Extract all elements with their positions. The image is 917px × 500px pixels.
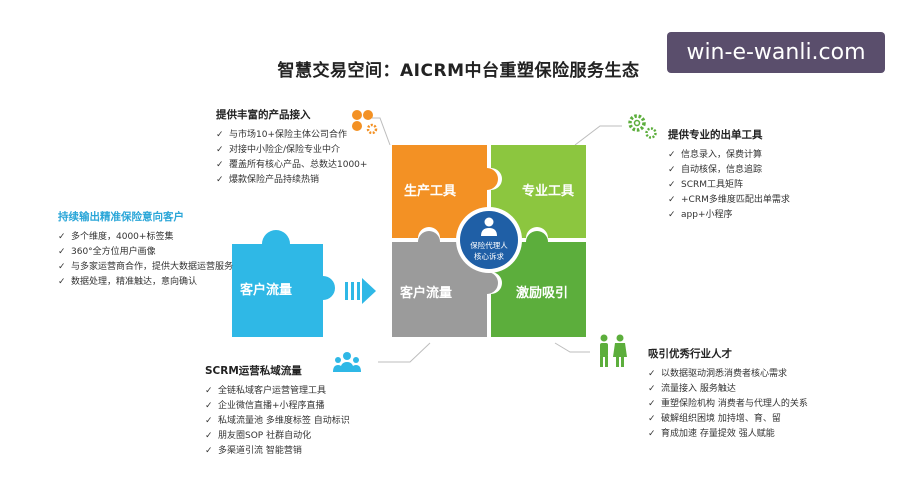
block-talent: 吸引优秀行业人才 以数据驱动洞悉消费者核心需求 流量接入 服务触达 重塑保险机构… <box>648 346 808 442</box>
people-icon <box>600 334 627 367</box>
page-title: 智慧交易空间：AICRM中台重塑保险服务生态 <box>277 61 640 81</box>
block-products: 提供丰富的产品接入 与市场10+保险主体公司合作 对接中小险企/保险专业中介 覆… <box>216 107 367 188</box>
center-badge: 保险代理人 核心诉求 <box>456 207 522 273</box>
group-icon <box>333 352 361 372</box>
list-item: 与多家运营商合作，提供大数据运营服务 <box>58 260 233 275</box>
list-item: 朋友圈SOP 社群自动化 <box>205 429 350 444</box>
striped-arrow-icon <box>345 278 376 304</box>
connector-products <box>372 117 391 146</box>
list-item: 信息录入，保费计算 <box>668 148 790 163</box>
list-item: 360°全方位用户画像 <box>58 245 233 260</box>
list-item: 重塑保险机构 消费者与代理人的关系 <box>648 397 808 412</box>
list-item: 企业微信直播+小程序直播 <box>205 399 350 414</box>
list-item: 流量接入 服务触达 <box>648 382 808 397</box>
list-item: 数据处理，精准触达，意向确认 <box>58 275 233 290</box>
list-item: 全链私域客户运营管理工具 <box>205 384 350 399</box>
list-item: 与市场10+保险主体公司合作 <box>216 128 367 143</box>
list-item: 覆盖所有核心产品、总数达1000+ <box>216 158 367 173</box>
block-tools: 提供专业的出单工具 信息录入，保费计算 自动核保，信息追踪 SCRM工具矩阵 +… <box>668 127 790 223</box>
connector-scrm <box>378 342 431 363</box>
connector-tools <box>574 125 622 146</box>
list-item: 破解组织困境 加持增、育、留 <box>648 412 808 427</box>
puzzle-top-right-label: 专业工具 <box>522 183 574 199</box>
list-item: app+小程序 <box>668 208 790 223</box>
gears-icon <box>628 114 657 139</box>
block-scrm-title: SCRM运营私域流量 <box>205 365 302 377</box>
list-item: 私域流量池 多维度标签 自动标识 <box>205 414 350 429</box>
center-line2: 核心诉求 <box>474 251 504 261</box>
left-puzzle-piece: 客户流量 <box>232 230 335 337</box>
center-line1: 保险代理人 <box>470 240 508 250</box>
puzzle-top-left-label: 生产工具 <box>404 183 456 199</box>
block-products-title: 提供丰富的产品接入 <box>216 109 311 121</box>
block-scrm: SCRM运营私域流量 全链私域客户运营管理工具 企业微信直播+小程序直播 私域流… <box>205 363 350 459</box>
list-item: 育成加速 存量提效 强人赋能 <box>648 427 808 442</box>
list-item: 对接中小险企/保险专业中介 <box>216 143 367 158</box>
list-item: 爆款保险产品持续热销 <box>216 173 367 188</box>
block-customers-title: 持续输出精准保险意向客户 <box>58 211 184 223</box>
connector-lines <box>372 117 622 363</box>
connector-talent <box>554 342 590 353</box>
block-talent-title: 吸引优秀行业人才 <box>648 348 732 360</box>
block-tools-title: 提供专业的出单工具 <box>668 129 763 141</box>
user-badge-icon <box>481 217 497 236</box>
puzzle-bottom-right-label: 激励吸引 <box>516 285 568 301</box>
block-customers: 持续输出精准保险意向客户 多个维度，4000+标签集 360°全方位用户画像 与… <box>58 209 233 290</box>
list-item: +CRM多维度匹配出单需求 <box>668 193 790 208</box>
puzzle-top-right: 专业工具 <box>491 145 586 238</box>
puzzle-bottom-left-label: 客户流量 <box>400 285 452 301</box>
list-item: 多个维度，4000+标签集 <box>58 230 233 245</box>
list-item: 自动核保，信息追踪 <box>668 163 790 178</box>
watermark: win-e-wanli.com <box>667 32 885 73</box>
list-item: 以数据驱动洞悉消费者核心需求 <box>648 367 808 382</box>
list-item: SCRM工具矩阵 <box>668 178 790 193</box>
left-piece-label: 客户流量 <box>240 282 292 298</box>
list-item: 多渠道引流 智能营销 <box>205 444 350 459</box>
